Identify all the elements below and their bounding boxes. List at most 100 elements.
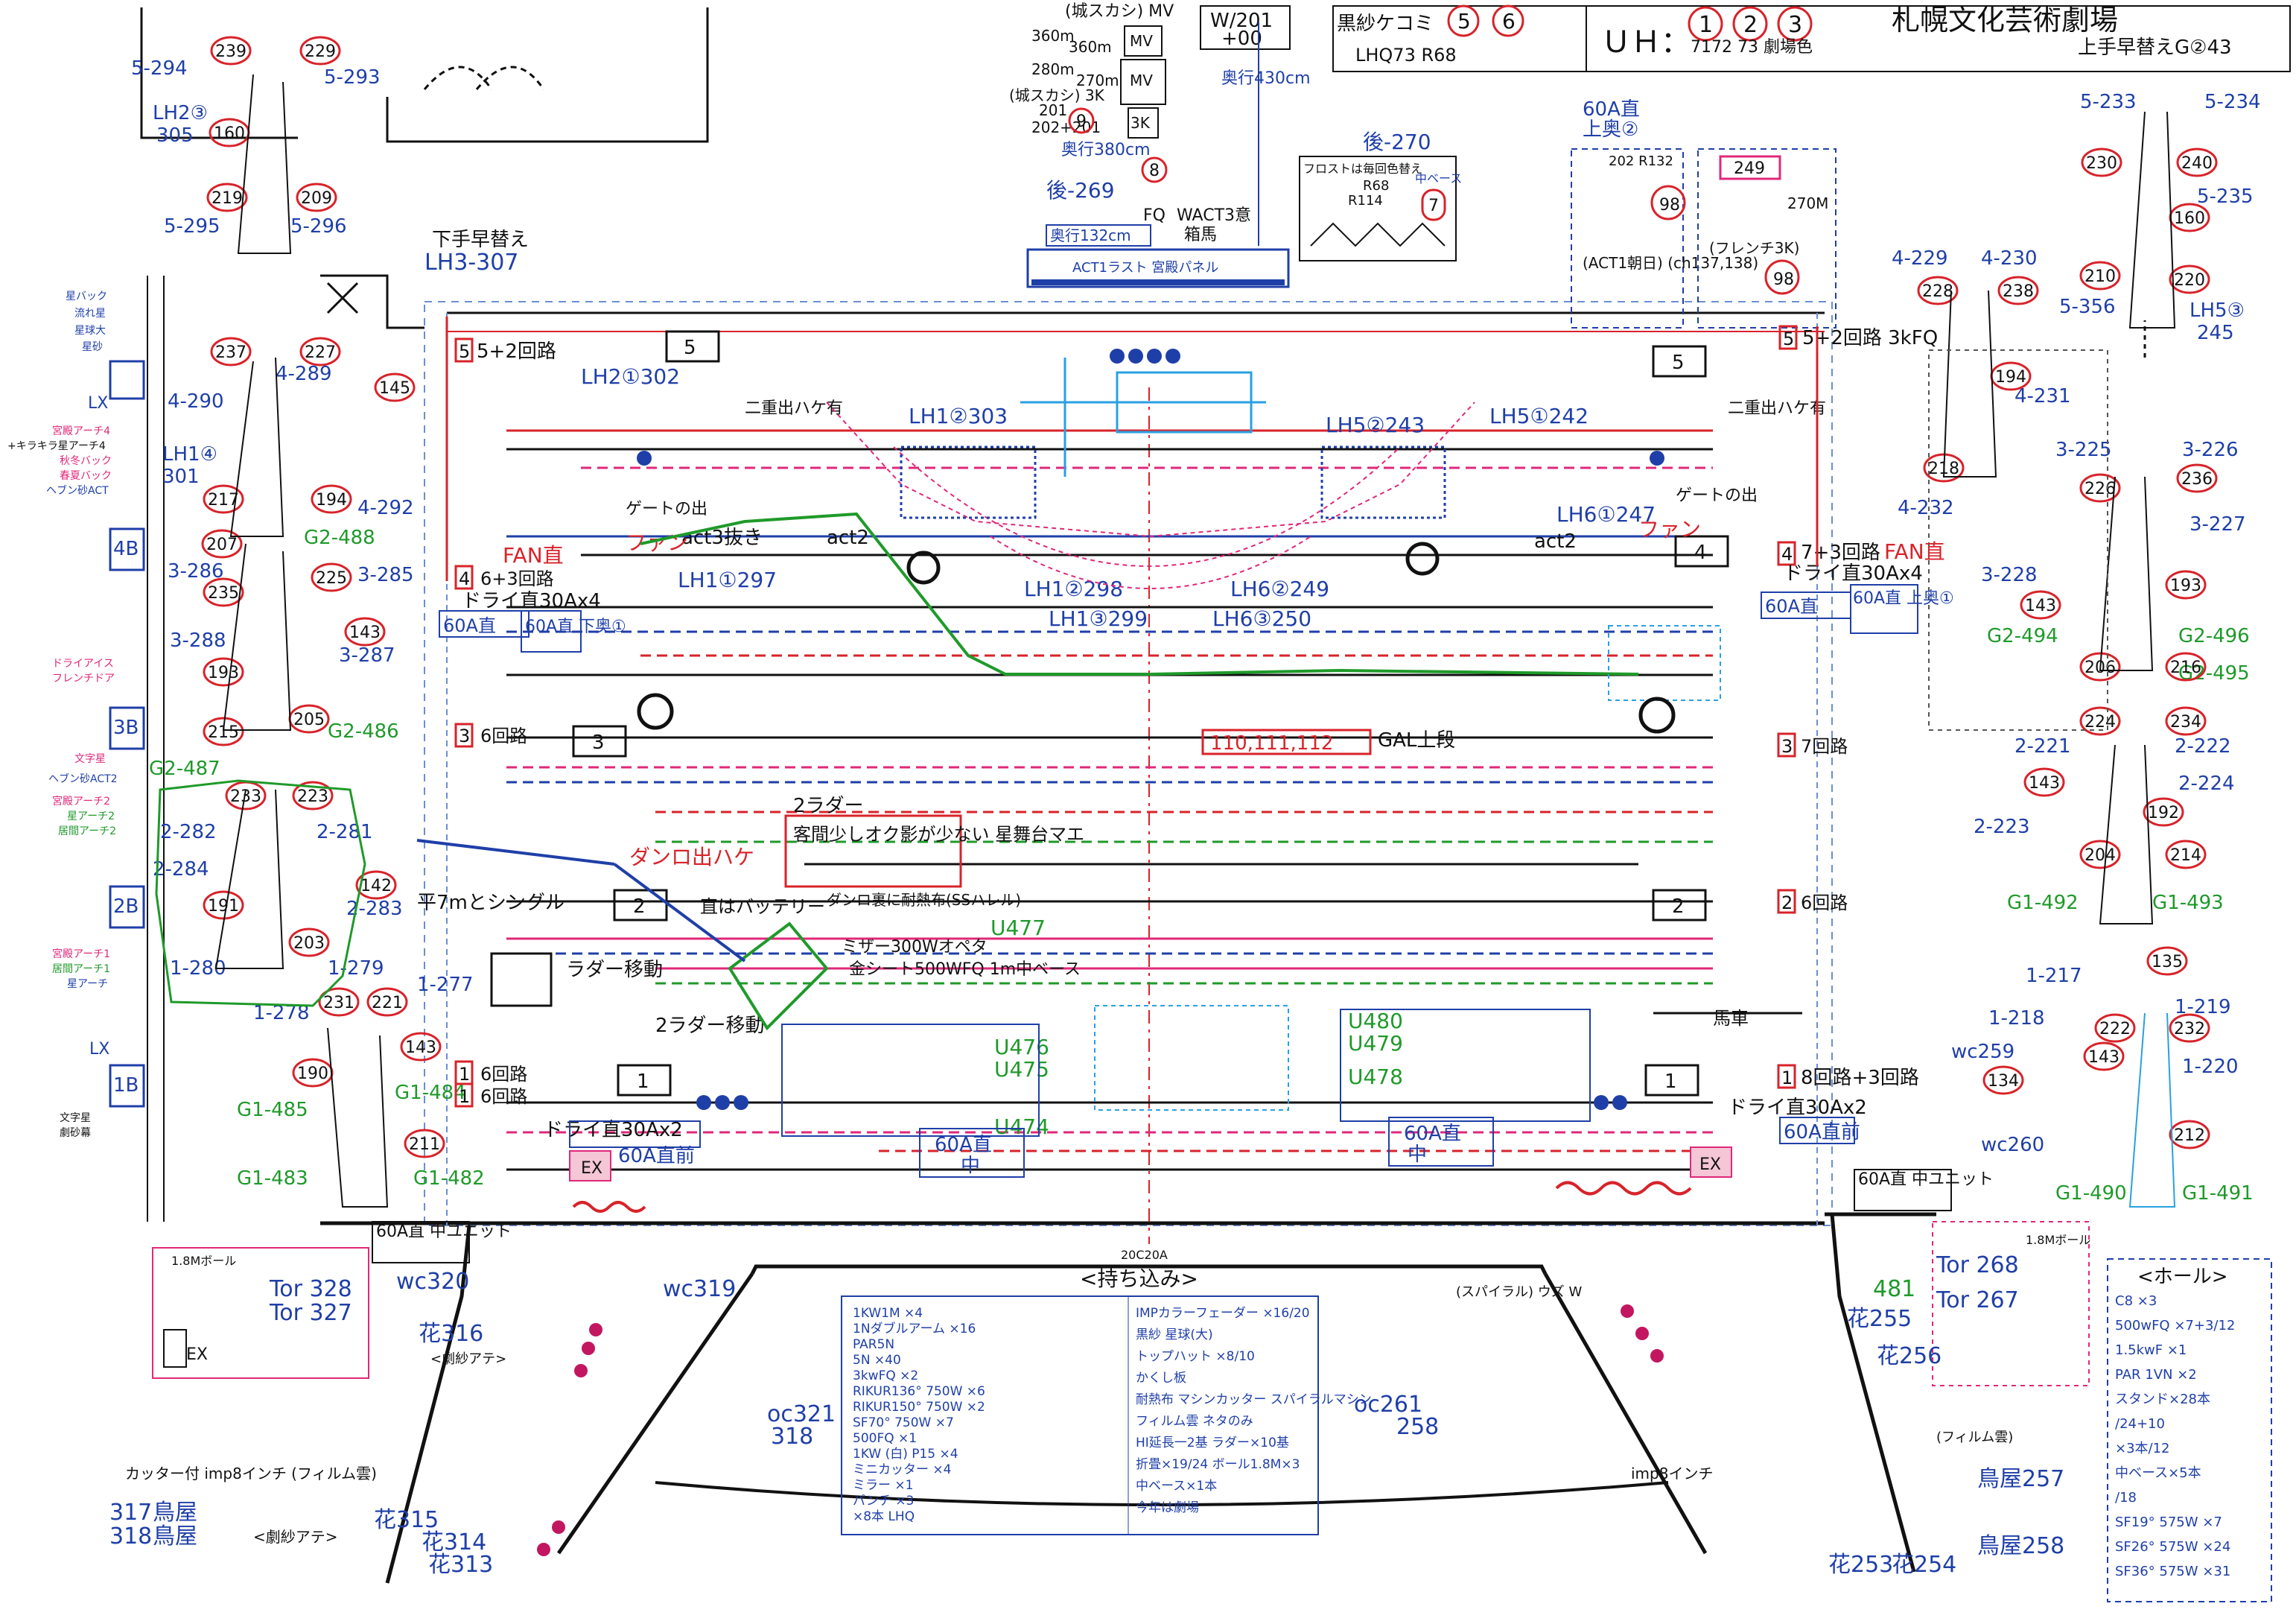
mochikomi-item: トップハット ×8/10: [1136, 1349, 1255, 1364]
circle-number: 160: [214, 124, 245, 143]
left-circle-193: 193: [203, 657, 244, 687]
r68-label: R68: [1363, 178, 1389, 194]
shimote-code: LH3-307: [424, 250, 518, 276]
kuroshako-num-6: 6: [1502, 9, 1516, 34]
note-12: 文字星: [74, 753, 106, 765]
mv-box: MV: [1130, 32, 1153, 50]
code-g1-491: G1-491: [2182, 1182, 2254, 1205]
g60a-lower1-line: 60A直 下奥①: [525, 618, 626, 636]
ladder-move2: 2ラダー移動: [655, 1015, 765, 1037]
circle-number: 228: [1922, 282, 1953, 301]
circle-number: 143: [405, 1038, 436, 1057]
hall-item: /18: [2115, 1490, 2137, 1506]
circle-number: 193: [2170, 577, 2201, 595]
circle-number: 234: [2170, 713, 2201, 732]
ex-r: EX: [1699, 1155, 1721, 1174]
mochikomi-item: PAR5N: [853, 1337, 894, 1352]
circle-number: 224: [2084, 713, 2116, 732]
note-17: 宮殿アーチ1: [52, 948, 110, 960]
row5-num: 5: [459, 341, 470, 362]
okuyuki380-label: 奥行380cm: [1061, 141, 1151, 159]
tor-327: Tor 327: [269, 1300, 352, 1326]
mochikomi-item: かくし板: [1136, 1371, 1186, 1386]
right-booms: [1928, 111, 2176, 1208]
code-3-287: 3-287: [339, 644, 395, 667]
u480-label: U480: [1348, 1009, 1403, 1033]
code-3-227: 3-227: [2190, 513, 2246, 536]
row5-label: 5+2回路: [477, 340, 556, 363]
n9-label: 9: [1076, 112, 1087, 131]
left-circle-225: 225: [311, 562, 352, 592]
left-circle-191: 191: [203, 890, 244, 920]
hana313: 花313: [428, 1552, 493, 1578]
code-1-277: 1-277: [417, 974, 474, 996]
left-circle-211: 211: [404, 1129, 445, 1158]
cutter-label: カッター付 imp8インチ (フィルム雲): [125, 1465, 377, 1482]
code-g2-486: G2-486: [328, 720, 399, 743]
circle-number: 194: [1995, 368, 2026, 387]
building-walls: [140, 7, 2146, 358]
mochikomi-item: SF70° 750W ×7: [853, 1415, 954, 1430]
code-4-229: 4-229: [1892, 247, 1948, 270]
note-1: 流れ星: [74, 308, 106, 320]
toriya-l1: 鳥屋: [153, 1500, 197, 1526]
code-318: 318: [109, 1523, 152, 1550]
left-label-column: LX 4B 3B 2B LX 1B: [88, 276, 165, 1222]
circle-number: 226: [2084, 480, 2116, 498]
hall-item: C8 ×3: [2115, 1293, 2157, 1309]
g60a-upper1-a: 60A直: [1765, 596, 1818, 617]
u476-label: U476: [994, 1035, 1049, 1059]
circle-number: 207: [206, 536, 238, 554]
lh2-302: LH2①302: [581, 364, 680, 389]
row1r-block: 1: [1664, 1070, 1677, 1093]
toriya-l2: 鳥屋: [153, 1523, 197, 1550]
kuroshako-sub: LHQ73 R68: [1355, 45, 1457, 66]
code-5-296: 5-296: [290, 215, 347, 238]
uh-num-3: 3: [1788, 12, 1802, 38]
frost-label: フロストは毎回色替え: [1303, 162, 1422, 176]
circle-number: 235: [208, 584, 239, 603]
hall-item: /24+10: [2115, 1416, 2165, 1432]
ato269-label: 後-269: [1046, 178, 1115, 203]
hall-item: PAR 1VN ×2: [2115, 1367, 2197, 1383]
right-circle-194: 194: [1990, 361, 2032, 391]
row2r-block: 2: [1672, 895, 1685, 918]
danro-label: ダンロ出ハケ: [629, 845, 754, 869]
fq-label: FQ: [1143, 206, 1166, 225]
uh-sub: 7172 73 劇場色: [1691, 38, 1813, 57]
note-11: フレンチドア: [52, 673, 115, 685]
left-label-1b: 1B: [113, 1074, 139, 1097]
code-305: 305: [156, 124, 194, 147]
ladder-note: 客間少しオク影が少ない 星舞台マエ: [793, 824, 1084, 845]
note-18: 居間アーチ1: [52, 963, 110, 975]
note-15: 星アーチ2: [67, 811, 115, 822]
audience-markers: [537, 1304, 1664, 1556]
wc319: wc319: [663, 1276, 736, 1302]
circle-number: 160: [2174, 209, 2205, 228]
code-5-233: 5-233: [2080, 91, 2137, 113]
hall-item: 中ベース×5本: [2115, 1465, 2201, 1481]
mochikomi-item: 今年は劇場: [1136, 1500, 1199, 1515]
row4r-block: 4: [1694, 542, 1707, 564]
row4r-num: 4: [1781, 544, 1793, 565]
imp8-label: imp8インチ: [1631, 1465, 1713, 1482]
circle-number: 231: [323, 994, 354, 1012]
m270-label: 270M: [1787, 194, 1828, 212]
shimote-label: 下手早替え: [432, 229, 529, 251]
code-g2-487: G2-487: [149, 758, 220, 780]
mochikomi-item: 1KW1M ×4: [853, 1306, 923, 1321]
code-3-228: 3-228: [1981, 564, 2038, 586]
w-box-line1: W/201: [1210, 10, 1273, 32]
hana253: 花253: [1828, 1552, 1893, 1578]
row4-label: 6+3回路: [480, 568, 554, 589]
note-8: 春夏バック: [60, 470, 112, 482]
dry4-label: ドライ直30Ax4: [462, 590, 601, 612]
g60a-mid-l2: 中: [961, 1155, 980, 1177]
stage-labels: LH2①302 LH1②303 LH5②243 LH5①242 二重出ハケ有 二…: [372, 364, 1994, 1263]
circle-number: 227: [305, 343, 336, 362]
circle-number: 216: [2170, 659, 2201, 677]
code-5-295: 5-295: [164, 215, 220, 238]
n202-label: 202+201: [1031, 118, 1101, 136]
gal-nums: 110,111,112: [1210, 732, 1333, 755]
code-lh5-3: LH5③: [2190, 299, 2245, 322]
